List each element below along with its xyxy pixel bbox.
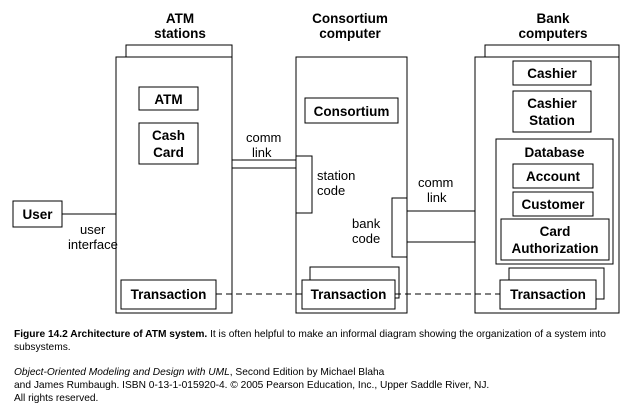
cash-card-box: [138, 122, 199, 165]
atm-box: [138, 86, 199, 111]
account-box: [512, 163, 594, 189]
bank-code-2: code: [352, 231, 380, 246]
comm-link-right-1: comm: [418, 175, 453, 190]
account-label: Account: [526, 169, 581, 184]
credit-line-2: and James Rumbaugh. ISBN 0-13-1-015920-4…: [14, 380, 490, 391]
cashier-station-box: [512, 90, 592, 133]
customer-label: Customer: [521, 197, 585, 212]
card-authorization-box: [500, 218, 610, 261]
bank-transaction-label: Transaction: [510, 287, 586, 302]
bank-transaction-front: [499, 279, 597, 310]
station-code-1: station: [317, 168, 355, 183]
cash-card-label-1: Cash: [152, 128, 185, 143]
figure-caption-text: It is often helpful to make an informal …: [14, 329, 606, 353]
cashier-station-label-1: Cashier: [527, 96, 577, 111]
cashier-box: [512, 60, 592, 86]
user-box: [12, 200, 63, 228]
consortium-title-2: computer: [319, 26, 381, 41]
atm-stations-title-1: ATM: [166, 11, 194, 26]
figure-caption: Figure 14.2 Architecture of ATM system. …: [14, 328, 624, 354]
user-interface-2: interface: [68, 237, 118, 252]
consortium-transaction-label: Transaction: [311, 287, 387, 302]
comm-link-right-2: link: [427, 190, 447, 205]
consortium-label: Consortium: [314, 104, 390, 119]
atm-label: ATM: [154, 92, 182, 107]
figure-label: Figure 14.2 Architecture of ATM system.: [14, 329, 208, 340]
bank-code-qualifier: [391, 197, 408, 258]
comm-link-left-1: comm: [246, 130, 281, 145]
customer-box: [512, 191, 594, 217]
cashier-station-label-2: Station: [529, 113, 575, 128]
credit-line-1-rest: , Second Edition by Michael Blaha: [229, 367, 385, 378]
book-credit: Object-Oriented Modeling and Design with…: [14, 366, 624, 405]
architecture-diagram: ATM stations Consortium computer Bank co…: [12, 11, 620, 314]
consortium-box: [304, 97, 399, 124]
database-label: Database: [524, 145, 585, 160]
comm-link-left-2: link: [252, 145, 272, 160]
credit-line-3: All rights reserved.: [14, 393, 99, 404]
user-label: User: [22, 207, 53, 222]
credit-line-1: Object-Oriented Modeling and Design with…: [14, 366, 624, 379]
user-interface-1: user: [80, 222, 106, 237]
atm-stations-title-2: stations: [154, 26, 206, 41]
cashier-label: Cashier: [527, 66, 577, 81]
station-code-2: code: [317, 183, 345, 198]
consortium-title-1: Consortium: [312, 11, 388, 26]
station-code-qualifier: [295, 155, 313, 214]
cash-card-label-2: Card: [153, 145, 184, 160]
bank-title-2: computers: [518, 26, 587, 41]
bank-title-1: Bank: [536, 11, 570, 26]
card-authorization-label-2: Authorization: [512, 241, 599, 256]
bank-code-1: bank: [352, 216, 381, 231]
atm-transaction-label: Transaction: [131, 287, 207, 302]
card-authorization-label-1: Card: [540, 224, 571, 239]
book-title: Object-Oriented Modeling and Design with…: [14, 367, 230, 378]
